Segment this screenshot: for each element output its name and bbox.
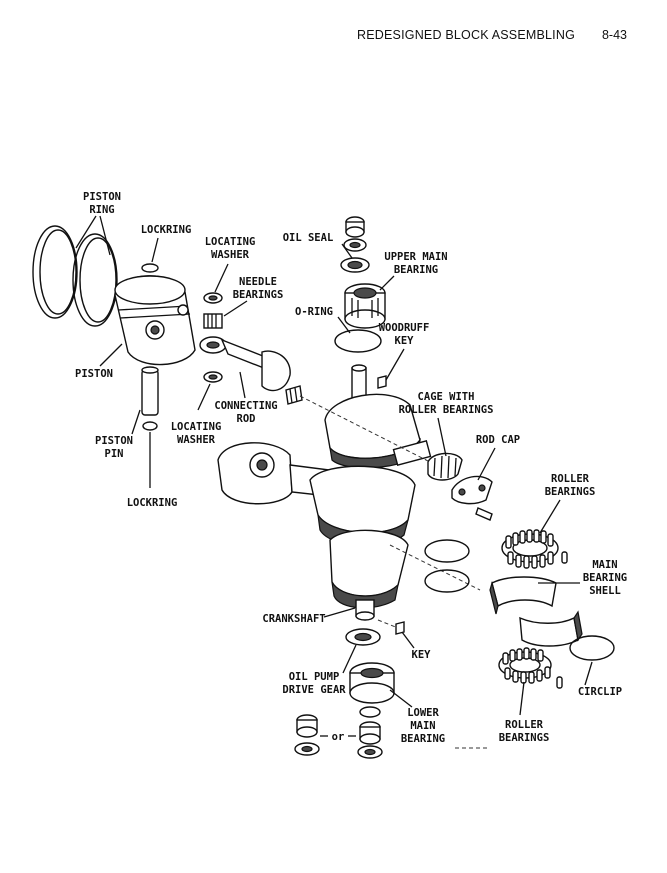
lower-main-bearing [349, 662, 395, 704]
crankshaft [217, 364, 432, 621]
seal-ring-upper [424, 539, 470, 563]
label-upper-main-bearing-2: BEARING [394, 264, 438, 276]
label-piston-ring-2: RING [89, 204, 114, 216]
main-bearing-shell [489, 576, 583, 647]
key [395, 621, 405, 635]
label-locating-washer-top-1: LOCATING [205, 236, 256, 248]
label-needle-bearings-2: BEARINGS [233, 289, 284, 301]
label-locating-washer-bottom-1: LOCATING [171, 421, 222, 433]
label-woodruff-key-1: WOODRUFF [379, 322, 430, 334]
label-oil-pump-drive-gear-2: DRIVE GEAR [282, 684, 346, 696]
alternative-bushing-right [357, 721, 383, 759]
label-piston-pin-2: PIN [105, 448, 124, 460]
label-main-bearing-shell-1: MAIN [592, 559, 617, 571]
label-lockring-top: LOCKRING [141, 224, 192, 236]
oil-seal [340, 257, 370, 273]
label-lower-main-bearing-2: MAIN [410, 720, 435, 732]
label-woodruff-key-2: KEY [395, 335, 415, 347]
label-main-bearing-shell-2: BEARING [583, 572, 627, 584]
label-o-ring: O-RING [295, 306, 333, 318]
piston-pin [141, 366, 159, 416]
label-lower-main-bearing-3: BEARING [401, 733, 445, 745]
label-roller-bearings-top-2: BEARINGS [545, 486, 596, 498]
rod-needle-cage [285, 385, 303, 405]
label-crankshaft: CRANKSHAFT [262, 613, 325, 625]
cage-with-roller-bearings [427, 452, 463, 481]
piston-rings [32, 225, 118, 327]
roller-bearings-top [501, 529, 568, 569]
label-rod-cap: ROD CAP [476, 434, 520, 446]
woodruff-key [377, 375, 387, 389]
top-nut [343, 216, 367, 252]
oil-pump-drive-gear [345, 628, 381, 646]
label-or: or [332, 731, 345, 743]
label-locating-washer-bottom-2: WASHER [177, 434, 216, 446]
label-roller-bearings-top-1: ROLLER [551, 473, 590, 485]
label-main-bearing-shell-3: SHELL [589, 585, 621, 597]
lower-snap-ring [359, 706, 381, 718]
label-oil-pump-drive-gear-1: OIL PUMP [289, 671, 340, 683]
rod-cap [451, 475, 493, 521]
circlip [569, 635, 615, 661]
labels: PISTON RING LOCKRING LOCATING WASHER OIL… [75, 191, 627, 745]
page-header: REDESIGNED BLOCK ASSEMBLING 8-43 [0, 28, 667, 48]
lockring-bottom [142, 421, 158, 431]
leader-lines [75, 215, 593, 716]
label-connecting-rod-2: ROD [237, 413, 256, 425]
label-cage-2: ROLLER BEARINGS [399, 404, 494, 416]
lockring-top [141, 263, 159, 273]
piston [114, 275, 196, 366]
upper-main-bearing [344, 283, 386, 329]
alternative-bushing-left [294, 714, 320, 756]
label-connecting-rod-1: CONNECTING [214, 400, 277, 412]
connecting-rod [199, 336, 291, 392]
label-piston: PISTON [75, 368, 113, 380]
label-key: KEY [412, 649, 432, 661]
label-locating-washer-top-2: WASHER [211, 249, 250, 261]
needle-bearings [203, 313, 223, 329]
label-roller-bearings-bottom-2: BEARINGS [499, 732, 550, 744]
header-title: REDESIGNED BLOCK ASSEMBLING [357, 28, 575, 42]
roller-bearings-bottom [498, 647, 563, 689]
label-cage-1: CAGE WITH [418, 391, 475, 403]
o-ring [334, 329, 382, 353]
page-number: 8-43 [601, 28, 627, 42]
label-lower-main-bearing-1: LOWER [407, 707, 439, 719]
label-lockring-bottom: LOCKRING [127, 497, 178, 509]
label-circlip: CIRCLIP [578, 686, 622, 698]
label-piston-pin-1: PISTON [95, 435, 133, 447]
label-upper-main-bearing-1: UPPER MAIN [384, 251, 447, 263]
label-piston-ring-1: PISTON [83, 191, 121, 203]
label-roller-bearings-bottom-1: ROLLER [505, 719, 544, 731]
label-needle-bearings-1: NEEDLE [239, 276, 277, 288]
label-oil-seal: OIL SEAL [283, 232, 334, 244]
seal-ring-lower [424, 569, 470, 593]
